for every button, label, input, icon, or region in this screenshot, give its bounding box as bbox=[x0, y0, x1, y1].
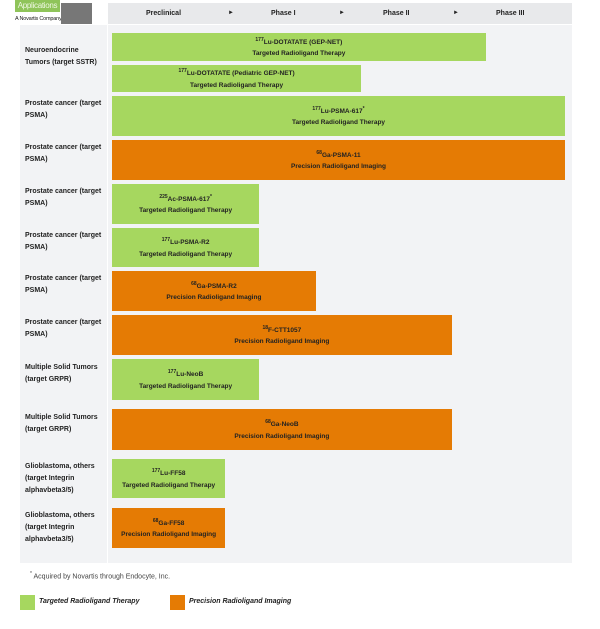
compound-name: 177Lu-DOTATATE (Pediatric GEP-NET) bbox=[178, 68, 295, 78]
compound-type: Targeted Radioligand Therapy bbox=[122, 481, 216, 489]
legend-swatch-imaging bbox=[170, 595, 185, 610]
compound-type: Precision Radioligand Imaging bbox=[234, 338, 330, 346]
compound-type: Targeted Radioligand Therapy bbox=[139, 250, 233, 258]
pipeline-bar: 177Lu-PSMA-617* Targeted Radioligand Ther… bbox=[112, 96, 565, 136]
compound-name: 225Ac-PSMA-617* bbox=[159, 193, 212, 204]
compound-name: 68Ga-PSMA-11 bbox=[316, 149, 361, 160]
compound-type: Targeted Radioligand Therapy bbox=[190, 81, 284, 89]
pipeline-bar: 225Ac-PSMA-617* Targeted Radioligand Ther… bbox=[112, 184, 260, 224]
logo: Applications bbox=[15, 0, 60, 12]
compound-name: 18F-CTT1057 bbox=[262, 324, 302, 335]
indication-label: Prostate cancer (target PSMA) bbox=[25, 231, 102, 251]
phase-1: Phase I bbox=[271, 10, 296, 17]
compound-name: 177Lu-PSMA-R2 bbox=[161, 237, 210, 247]
pipeline-bar: 68Ga-NeoB Precision Radioligand Imaging bbox=[112, 409, 452, 450]
compound-type: Precision Radioligand Imaging bbox=[121, 531, 217, 539]
legend-swatch-therapy bbox=[20, 595, 35, 610]
compound-name: 177Lu-NeoB bbox=[167, 369, 204, 379]
indication-label: Multiple Solid Tumors (target GRPR) bbox=[25, 413, 98, 433]
phase-2: Phase II bbox=[383, 10, 410, 17]
legend-label-therapy: Targeted Radioligand Therapy bbox=[39, 598, 140, 605]
compound-type: Targeted Radioligand Therapy bbox=[139, 207, 233, 215]
indication-label: Neuroendocrine Tumors (target SSTR) bbox=[25, 46, 97, 66]
indication-label: Glioblastoma, others (target Integrin al… bbox=[25, 462, 95, 494]
compound-name: 68Ga-PSMA-R2 bbox=[191, 280, 237, 291]
indication-label: Prostate cancer (target PSMA) bbox=[25, 188, 102, 207]
arrow-icon: ► bbox=[228, 10, 234, 16]
logo-subtitle: A Novartis Company bbox=[15, 16, 62, 22]
indication-label: Multiple Solid Tumors (target GRPR) bbox=[25, 363, 98, 383]
indication-label: Prostate cancer (target PSMA) bbox=[25, 144, 102, 163]
compound-name: 68Ga-FF58 bbox=[152, 517, 185, 528]
pipeline-bar: 177Lu-NeoB Targeted Radioligand Therapy bbox=[112, 359, 260, 400]
indication-label: Prostate cancer (target PSMA) bbox=[25, 100, 102, 119]
footnote: * Acquired by Novartis through Endocyte,… bbox=[30, 571, 171, 581]
logo-block bbox=[61, 3, 92, 24]
compound-type: Targeted Radioligand Therapy bbox=[291, 119, 386, 127]
compound-name: 177Lu-DOTATATE (GEP-NET) bbox=[255, 36, 343, 47]
phase-preclinical: Preclinical bbox=[146, 10, 182, 17]
arrow-icon: ► bbox=[453, 10, 459, 16]
indication-label: Glioblastoma, others (target Integrin al… bbox=[25, 512, 95, 543]
compound-name: 177Lu-FF58 bbox=[151, 468, 186, 478]
indication-label: Prostate cancer (target PSMA) bbox=[25, 319, 102, 338]
pipeline-bar: 177Lu-DOTATATE (Pediatric GEP-NET) Target… bbox=[112, 65, 362, 92]
phase-3: Phase III bbox=[496, 10, 525, 17]
arrow-icon: ► bbox=[339, 10, 345, 16]
compound-type: Targeted Radioligand Therapy bbox=[139, 382, 233, 390]
compound-type: Precision Radioligand Imaging bbox=[291, 163, 386, 171]
phase-header: Preclinical ► Phase I ► Phase II ► Phase… bbox=[108, 3, 572, 24]
legend-label-imaging: Precision Radioligand Imaging bbox=[189, 598, 292, 605]
indication-label: Prostate cancer (target PSMA) bbox=[25, 275, 102, 294]
compound-type: Precision Radioligand Imaging bbox=[234, 432, 330, 440]
indication-column bbox=[20, 25, 107, 563]
compound-name: 68Ga-NeoB bbox=[265, 419, 299, 429]
compound-type: Precision Radioligand Imaging bbox=[166, 294, 262, 302]
compound-type: Targeted Radioligand Therapy bbox=[252, 50, 346, 58]
compound-name: 177Lu-PSMA-617* bbox=[312, 105, 365, 116]
pipeline-bar: 177Lu-DOTATATE (GEP-NET) Targeted Radioli… bbox=[112, 33, 486, 61]
